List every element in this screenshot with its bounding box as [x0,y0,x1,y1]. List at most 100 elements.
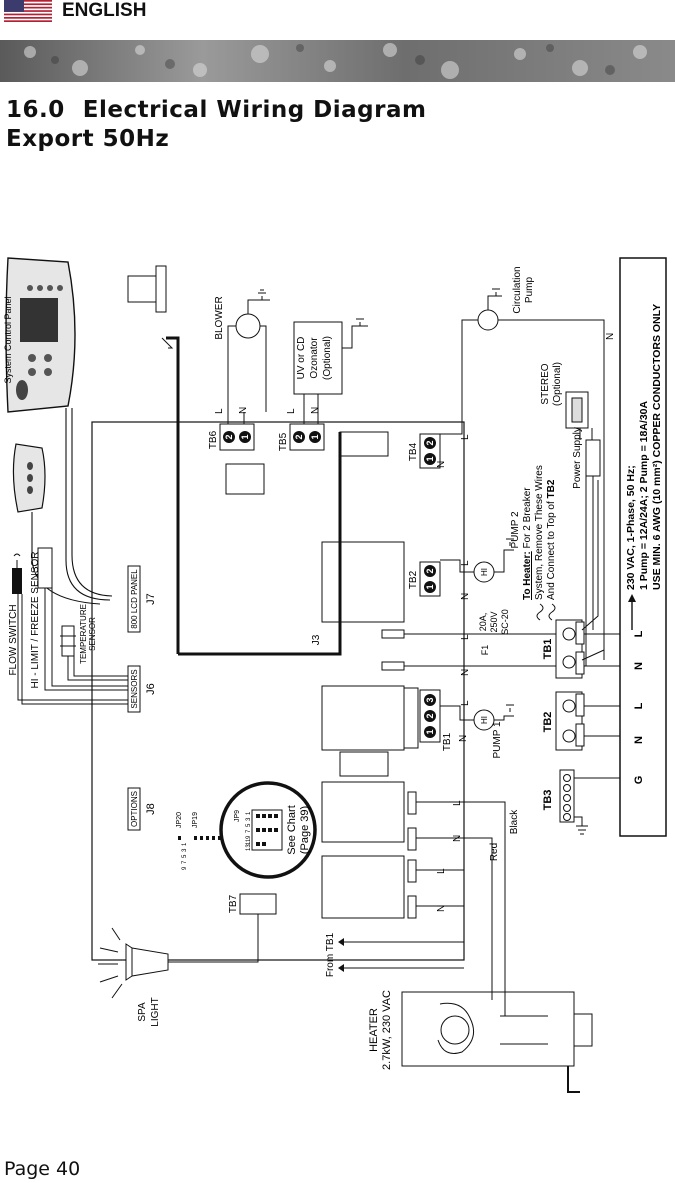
jp-pin-l2: 3 [182,848,188,852]
us-flag-icon [4,0,52,22]
j3-label: J3 [311,634,322,645]
tb2-board-pin-1: 1 [425,584,435,589]
tb6-terminal: 2 1 TB6 [208,423,255,451]
section-number: 16.0 [6,97,65,123]
jumper-block: JP20 JP19 JP9 See Chart (Page 39) [176,781,317,879]
heater: HEATER 2.7kW, 230 VAC [368,990,593,1093]
pump1-L: L [460,700,471,706]
heater-label-1: HEATER [368,1008,380,1052]
tb1-board-pin-1: 1 [425,729,435,734]
from-tb1-wires: From TB1 [325,932,464,977]
uv-label-1: UV or CD [296,337,307,380]
tb7-label: TB7 [228,894,239,913]
circ-pump-label-1: Circulation [512,266,523,313]
options-label: OPTIONS [130,791,139,827]
tb2-board-terminal: 1 2 TB2 [408,561,441,597]
jp19-label: JP19 [192,812,199,828]
system-control-panel: System Control Panel [3,257,76,413]
pump1-hi: HI [480,716,489,724]
power-input-labels: L N L N G [633,630,645,784]
spec-line-1: 230 VAC, 1-Phase, 50 Hz; [625,465,637,590]
tb1-board-pin-3: 3 [425,697,435,702]
flow-switch-label: FLOW SWITCH [8,604,19,675]
jp20-label: JP20 [176,812,183,828]
jp-pin-r1: 1 [246,811,252,815]
connector-j8: OPTIONS J8 [127,787,157,831]
relay-L1: L [452,800,463,806]
j3-cable [166,336,342,656]
power-supply-label: Power Supply [572,427,583,489]
jp-pin-r5: 9 [246,835,252,839]
pump2-label: PUMP 2 [510,511,521,548]
j6-label: J6 [145,683,157,695]
blower-N: N [238,407,249,414]
title-line-1: Electrical Wiring Diagram [82,97,427,123]
tb6-pin-2: 2 [224,434,234,439]
power-N1: N [633,662,645,670]
pump2-L: L [460,560,471,566]
connector-j6: SENSORS J6 [127,665,157,713]
jp-pin-r4: 7 [246,829,252,833]
circ-L: L [460,434,471,440]
tb1-main-terminal: TB1 [542,619,585,679]
jp-pin-l5: 9 [182,866,188,870]
title-line-2: Export 50Hz [6,126,170,152]
relay-L3: L [460,634,471,640]
pump1-N-top: N [460,669,471,676]
pump-1: HI PUMP 1 [440,704,514,759]
aux-panel [12,443,46,513]
spec-line-2: 1 Pump = 12A/24A; 2 Pump = 18A/30A [638,401,650,590]
heater-note-rest: For 2 Breaker [522,487,533,552]
pump2-N: N [460,593,471,600]
tb2-main-label: TB2 [542,712,554,733]
fuse-label-1: 20A, [478,613,488,632]
see-chart-label-2: (Page 39) [299,806,311,854]
tb5-pin-2: 2 [294,434,304,439]
tb4-N: N [436,461,447,468]
tb3-ground-terminal: TB3 [542,769,620,835]
see-chart-label-1: See Chart [286,805,298,855]
fuse-f1: 20A, 250V SC-20 F1 [478,609,510,655]
tb4-terminal: 1 2 TB4 [408,433,441,469]
heater-note-3-tb2: TB2 [546,479,557,498]
tb5-label: TB5 [278,432,289,451]
tb6-label: TB6 [208,430,219,449]
circulation-pump: Circulation Pump [440,266,605,660]
svg-text:And Connect to Top of TB2: And Connect to Top of TB2 [546,479,557,600]
page-number: Page 40 [4,1158,81,1180]
jp-pin-r2: 3 [246,817,252,821]
jp-pin-l3: 5 [182,854,188,858]
heater-note-bold: To Heater: [522,551,533,600]
stereo: STEREO (Optional) [540,362,589,429]
page-title: 16.0 Electrical Wiring Diagram Export 50H… [6,96,426,154]
tb2-board-label: TB2 [408,570,419,589]
tb1-board-label: TB1 [442,732,453,751]
jp-pin-r6: 11 [246,838,252,845]
blower: BLOWER [214,289,270,412]
lcd-panel-label: 800 LCD PANEL [130,569,139,629]
tb6-pin-1: 1 [240,434,250,439]
stereo-label-1: STEREO [540,363,551,404]
pump-2: HI PUMP 2 [440,511,521,583]
spa-light: SPA LIGHT [98,927,169,1027]
heater-note-2: System, Remove These Wires [534,465,545,600]
ozone-L: L [286,408,297,414]
hi-limit-label: HI - LIMIT / FREEZE SENSOR [30,551,41,688]
jp-pin-r3: 5 [246,823,252,827]
power-L2: L [633,702,645,709]
temp-sensor-label-2: SENSOR [88,617,97,651]
flow-switch: FLOW SWITCH [8,553,22,676]
panel-plug [127,265,174,349]
blower-L: L [214,408,225,414]
circ-N: N [605,333,616,340]
tb2-main-terminal: TB2 [542,691,585,751]
uv-label-2: Ozonator [309,337,320,379]
temp-sensor-label-1: TEMPERATURE [79,604,88,664]
power-spec-box [619,257,667,837]
circ-pump-label-2: Pump [524,277,535,304]
fuse-label-3: SC-20 [500,609,510,635]
power-G: G [633,776,645,785]
pump1-label: PUMP 1 [492,721,503,758]
tb2-board-pin-2: 2 [425,568,435,573]
jp-pin-l1: 1 [182,842,188,846]
